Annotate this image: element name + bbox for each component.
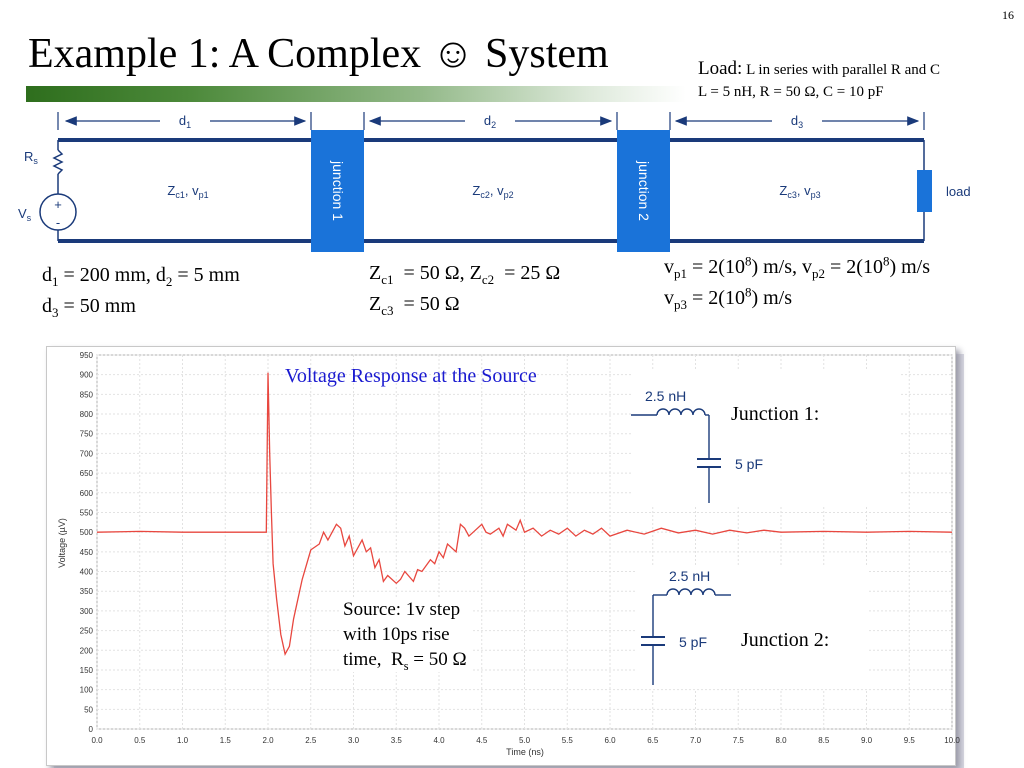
- lengths-line-2: d3 = 50 mm: [42, 295, 136, 320]
- chart-title: Voltage Response at the Source: [285, 365, 537, 387]
- y-tick-label: 100: [80, 686, 94, 695]
- junction-1-block: [311, 130, 364, 252]
- velocity-line-1: vp1 = 2(108) m/s, vp2 = 2(108) m/s: [664, 253, 931, 281]
- x-tick-label: 1.5: [220, 736, 232, 745]
- load-label-diagram: load: [946, 184, 971, 199]
- junction-2-label: junction 2: [636, 160, 652, 221]
- x-tick-label: 4.5: [476, 736, 488, 745]
- source-voltage-label: Vs: [18, 206, 32, 223]
- x-tick-label: 3.5: [391, 736, 403, 745]
- y-tick-label: 250: [80, 627, 94, 636]
- load-values: L = 5 nH, R = 50 Ω, C = 10 pF: [698, 84, 884, 100]
- velocity-line-2: vp3 = 2(108) m/s: [664, 284, 793, 312]
- y-tick-label: 600: [80, 489, 94, 498]
- segment-1-label: Zc1, vp1: [167, 183, 208, 200]
- x-tick-label: 0.0: [91, 736, 103, 745]
- source-plus: +: [54, 197, 62, 212]
- y-tick-label: 650: [80, 469, 94, 478]
- voltage-source-icon: [39, 193, 77, 231]
- x-tick-label: 5.0: [519, 736, 531, 745]
- length-label-d3: d3: [791, 113, 803, 130]
- x-tick-label: 8.0: [775, 736, 787, 745]
- junction-2-block: [617, 130, 670, 252]
- load-block: [917, 170, 932, 212]
- source-note-line-2: with 10ps rise: [343, 624, 450, 645]
- junction-1-inductor-icon: [656, 408, 706, 416]
- length-label-d2: d2: [484, 113, 496, 130]
- impedance-line-1: Zc1 = 50 Ω, Zc2 = 25 Ω: [369, 262, 561, 287]
- y-tick-label: 750: [80, 430, 94, 439]
- x-tick-label: 9.5: [904, 736, 916, 745]
- y-tick-label: 150: [80, 666, 94, 675]
- x-tick-label: 6.5: [647, 736, 659, 745]
- junction-1-inductor-value: 2.5 nH: [645, 388, 686, 404]
- x-tick-label: 8.5: [818, 736, 830, 745]
- y-tick-label: 400: [80, 568, 94, 577]
- source-resistor-label: Rs: [24, 149, 38, 166]
- x-tick-label: 7.0: [690, 736, 702, 745]
- load-description: Load: L in series with parallel R and C …: [698, 58, 940, 103]
- x-tick-label: 3.0: [348, 736, 360, 745]
- junction-2-capacitor-value: 5 pF: [679, 634, 707, 650]
- y-tick-label: 300: [80, 607, 94, 616]
- junction-1-capacitor-value: 5 pF: [735, 456, 763, 472]
- y-tick-label: 800: [80, 410, 94, 419]
- junction-1-inset: 2.5 nH 5 pF Junction 1:: [631, 371, 901, 507]
- y-tick-label: 450: [80, 548, 94, 557]
- junction-2-inductor-icon: [666, 588, 716, 596]
- junction-2-circuit: 2.5 nH 5 pF: [641, 568, 731, 685]
- x-tick-label: 9.0: [861, 736, 873, 745]
- page-title: Example 1: A Complex ☺ System: [28, 31, 609, 77]
- transmission-line-diagram: d1 d2 d3 + - Rs Vs junction 1 junction 2…: [18, 112, 971, 252]
- x-tick-label: 6.0: [604, 736, 616, 745]
- junction-1-inset-label: Junction 1:: [731, 403, 820, 425]
- segment-2-label: Zc2, vp2: [472, 183, 513, 200]
- y-tick-label: 0: [89, 725, 94, 734]
- voltage-series-line: [96, 372, 953, 657]
- junction-2-inset-label: Junction 2:: [741, 629, 830, 651]
- y-tick-label: 500: [80, 528, 94, 537]
- title-underline-bar: [26, 86, 686, 102]
- source-note-line-3: time, Rs = 50 Ω: [343, 649, 467, 673]
- x-tick-label: 4.0: [433, 736, 445, 745]
- x-tick-label: 2.0: [262, 736, 274, 745]
- x-axis-label: Time (ns): [506, 747, 544, 757]
- y-tick-label: 50: [84, 705, 93, 714]
- length-label-d1: d1: [179, 113, 191, 130]
- y-tick-label: 200: [80, 646, 94, 655]
- y-tick-label: 700: [80, 449, 94, 458]
- y-tick-label: 950: [80, 351, 94, 360]
- y-axis-label: Voltage (µV): [57, 518, 67, 568]
- x-tick-label: 10.0: [944, 736, 960, 745]
- junction-1-label: junction 1: [330, 160, 346, 221]
- source-resistor: [52, 149, 64, 175]
- junction-2-inductor-value: 2.5 nH: [669, 568, 710, 584]
- segment-3-label: Zc3, vp3: [779, 183, 820, 200]
- slide-number: 16: [1002, 8, 1014, 22]
- x-tick-label: 0.5: [134, 736, 146, 745]
- x-tick-label: 7.5: [733, 736, 745, 745]
- y-tick-label: 550: [80, 508, 94, 517]
- x-tick-label: 5.5: [562, 736, 574, 745]
- x-tick-label: 1.0: [177, 736, 189, 745]
- y-tick-label: 900: [80, 371, 94, 380]
- source-minus: -: [56, 215, 60, 230]
- load-label: Load:: [698, 58, 743, 79]
- impedance-line-2: Zc3 = 50 Ω: [369, 293, 460, 318]
- y-tick-label: 350: [80, 587, 94, 596]
- voltage-chart: 0 50 100 150 200 250 300 350 400 450 500 550 600 650 7…: [46, 346, 960, 766]
- x-tick-label: 2.5: [305, 736, 317, 745]
- lengths-line-1: d1 = 200 mm, d2 = 5 mm: [42, 264, 240, 289]
- junction-2-inset: 2.5 nH 5 pF Junction 2:: [637, 565, 867, 689]
- load-description-text: L in series with parallel R and C: [746, 62, 941, 78]
- y-tick-label: 850: [80, 390, 94, 399]
- source-note-line-1: Source: 1v step: [343, 599, 461, 620]
- source-note: Source: 1v step with 10ps rise time, Rs …: [339, 597, 471, 672]
- junction-1-circuit: 2.5 nH 5 pF: [631, 388, 763, 503]
